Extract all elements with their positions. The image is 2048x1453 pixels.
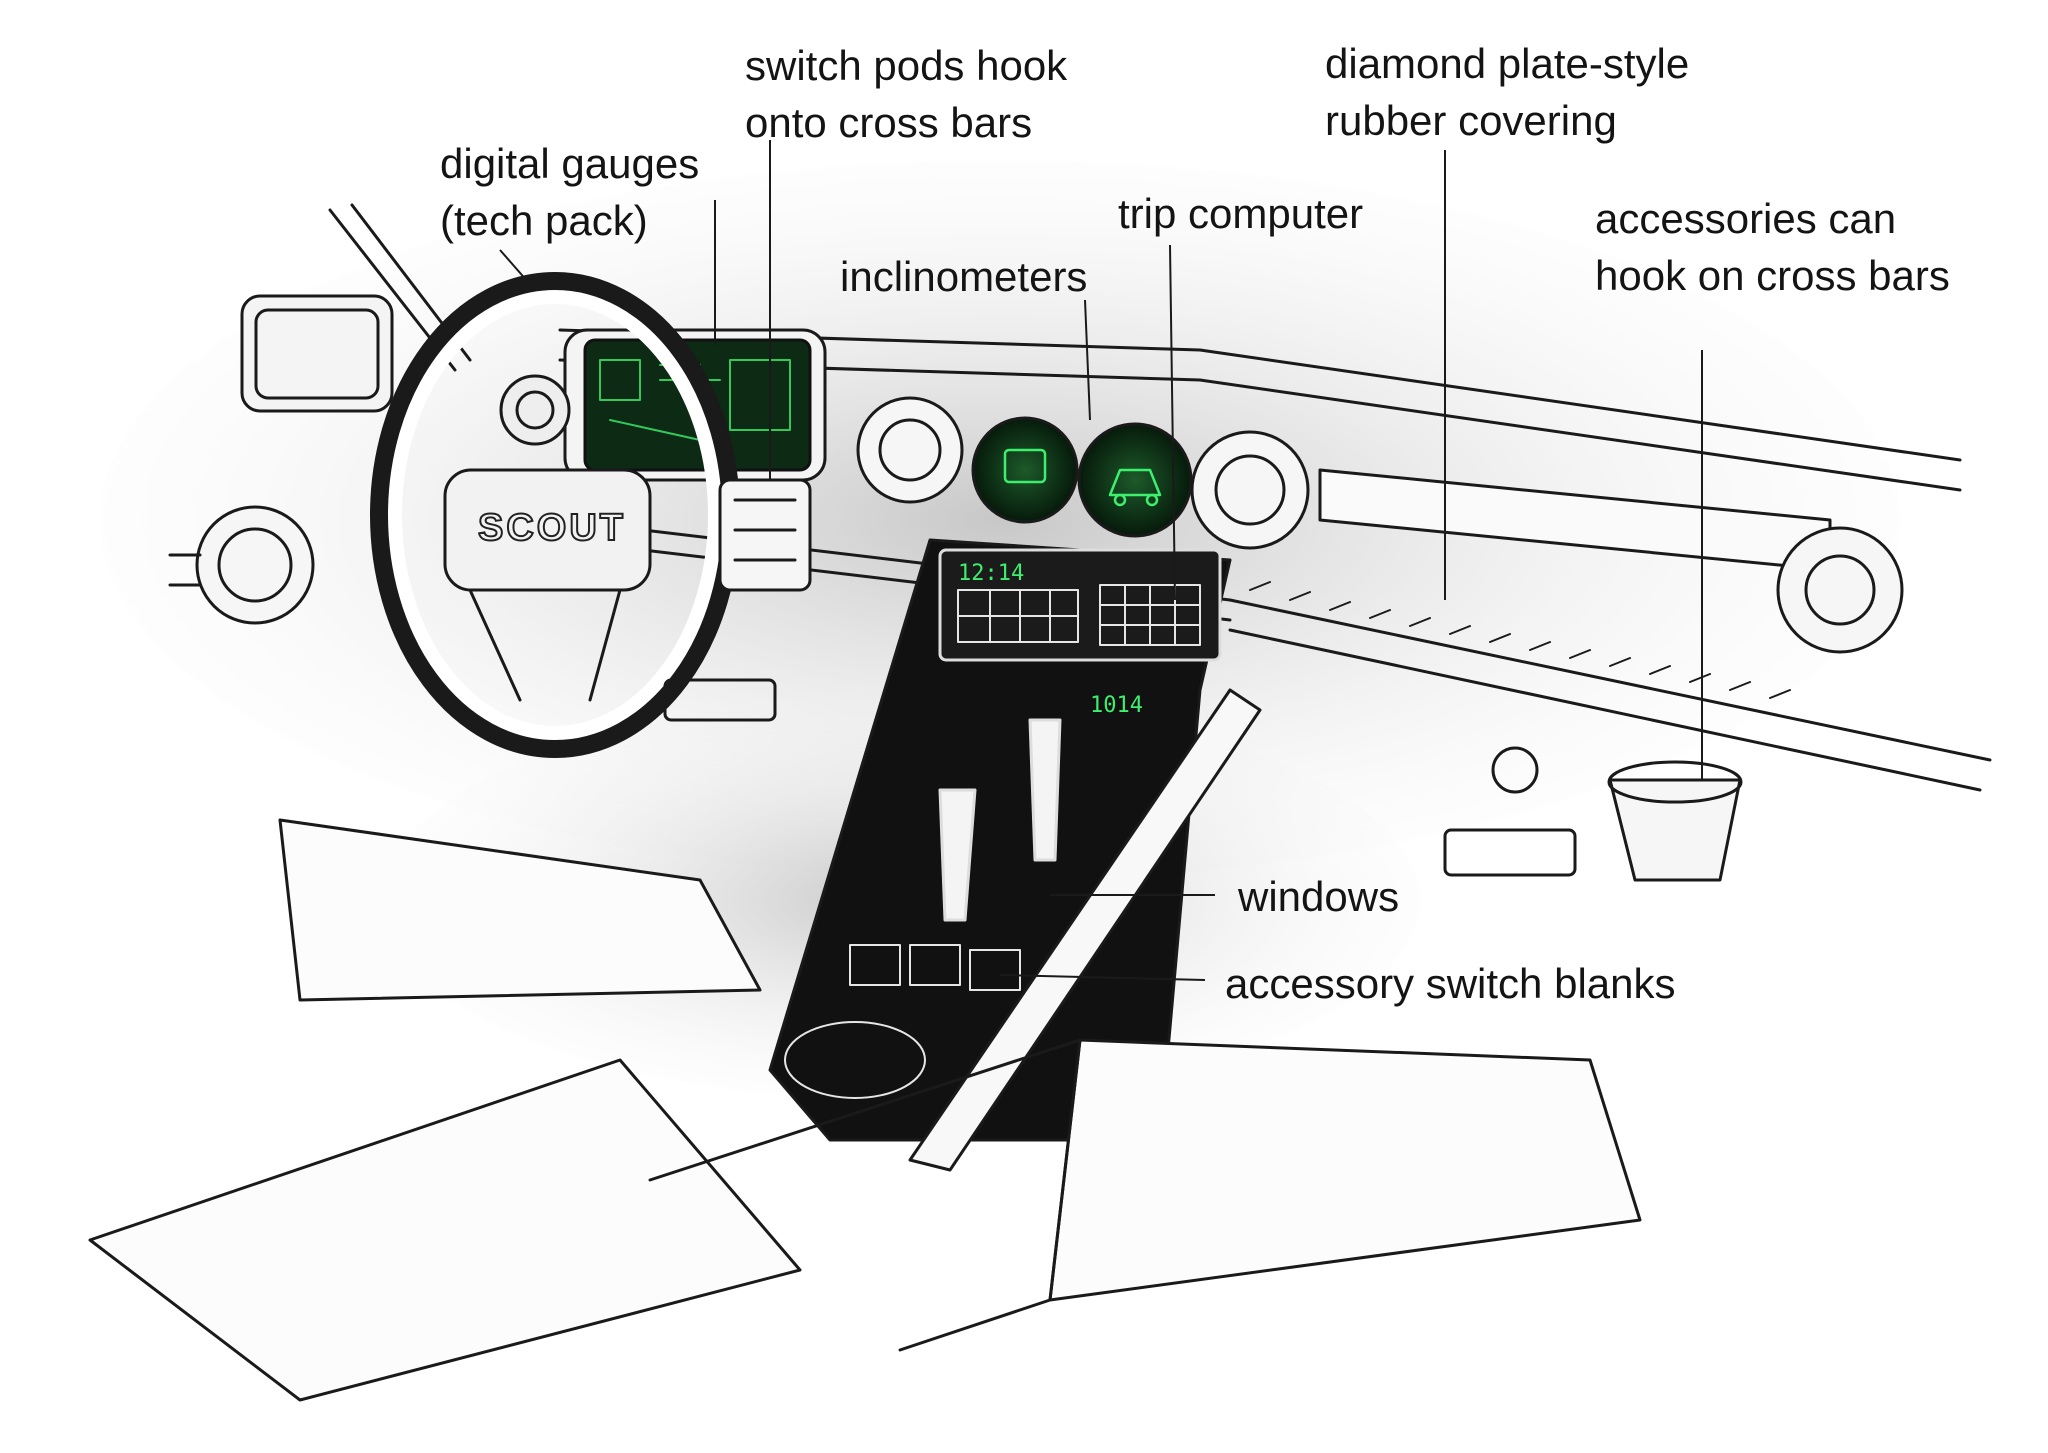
left-seat [88, 1058, 802, 1402]
cup-holder [784, 1021, 926, 1099]
leader-inclinometers [1084, 299, 1091, 421]
dash-shadow [100, 160, 1900, 880]
glovebox-knob [1491, 746, 1539, 794]
dash-vent-left [856, 396, 964, 504]
label-trip-computer: trip computer [1118, 190, 1364, 237]
odometer-readout: 1014 [1090, 693, 1143, 718]
steering-hub [443, 468, 652, 592]
leader-digital-gauges [499, 200, 716, 345]
accessory-blank [849, 944, 901, 986]
dash-vent-right [1190, 430, 1310, 550]
label-windows: windows [1238, 873, 1400, 920]
steering-badge: SCOUT [478, 507, 626, 549]
switch-pod [718, 478, 812, 592]
lower-dash [1228, 598, 1992, 792]
right-seat [1048, 1038, 1642, 1302]
label-switch-pods: switch pods hook onto cross bars [745, 42, 1068, 146]
diamond-plate [1249, 581, 1791, 699]
transfer-lever [938, 788, 977, 922]
leader-accessory-switch-blanks [999, 974, 1206, 981]
clock-readout: 12:14 [958, 561, 1024, 586]
side-mirror [240, 294, 394, 413]
left-vent [195, 505, 315, 625]
label-inclinometers: inclinometers [840, 253, 1088, 300]
shifter [1028, 718, 1062, 862]
label-accessories: accessories can hook on cross bars [1595, 195, 1950, 299]
console-pillar [908, 688, 1262, 1172]
wheel-gauge [499, 374, 571, 446]
label-diamond-plate: diamond plate-style rubber covering [1325, 40, 1690, 144]
label-digital-gauges: digital gauges (tech pack) [440, 140, 700, 244]
right-vent [1776, 526, 1904, 654]
left-lower-vent [663, 678, 777, 722]
label-accessory-switch-blanks: accessory switch blanks [1225, 960, 1676, 1007]
right-lower-vent [1443, 828, 1577, 877]
accessory-cup [1608, 778, 1742, 882]
inclinometer-right [1077, 422, 1193, 538]
leader-trip-computer [1169, 244, 1176, 601]
inclinometer-left [971, 416, 1079, 524]
